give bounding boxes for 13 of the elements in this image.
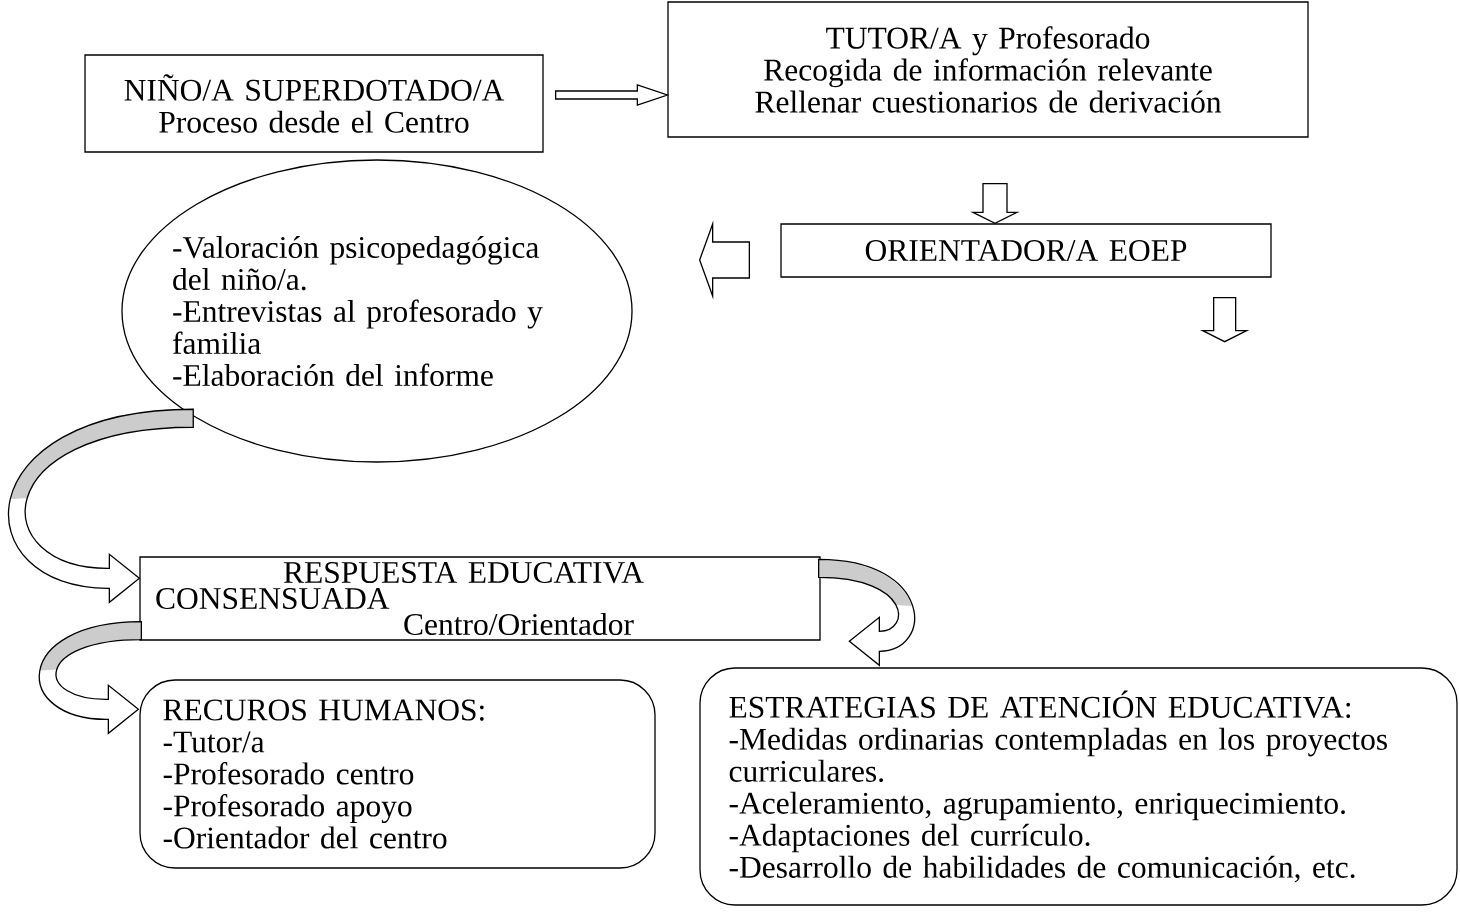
process-box: RESPUESTA EDUCATIVA CONSENSUADA Centro/Orientador [139,556,821,641]
block-arrow [1199,297,1250,343]
block-arrow [970,183,1020,225]
curved-arrow [818,558,916,666]
block-arrow [698,220,750,300]
block-arrow [555,84,670,106]
process-box: ORIENTADOR/A EOEP [780,223,1272,278]
curved-arrow [39,621,142,734]
curved-arrow [8,408,194,603]
rounded-box: RECUROS HUMANOS: -Tutor/a -Profesorado centro -Profesorado apoyo -Orientador del centro [139,679,656,869]
process-box: TUTOR/A y Profesorado Recogida de información relevante Rellenar cuestionarios de derivación [667,1,1309,138]
process-box: NIÑO/A SUPERDOTADO/A Proceso desde el Centro [84,54,544,153]
rounded-box: ESTRATEGIAS DE ATENCIÓN EDUCATIVA: -Medidas ordinarias contempladas en los proyectos curriculares. -Aceleramiento, agrupamiento, enriquecimiento. -Adaptaciones del currículo. -Desarrollo de habilidades de comunicación, etc. [699,667,1458,906]
